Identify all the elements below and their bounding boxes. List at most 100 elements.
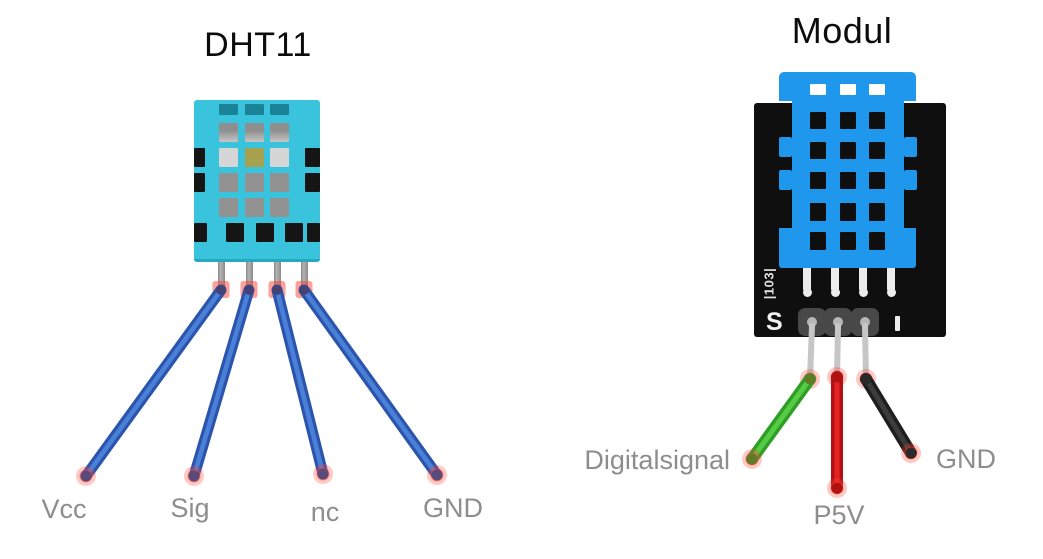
sensor-grid-cell <box>219 123 238 142</box>
wire-blue-sig <box>191 287 252 479</box>
pin-label-gnd: GND <box>423 493 483 523</box>
module-sensor-body-part <box>904 137 917 157</box>
sensor-grid-cell <box>270 198 289 217</box>
connection-glow <box>187 469 201 483</box>
connection-glow <box>313 464 333 484</box>
connection-glow <box>904 446 918 460</box>
connection-glow <box>430 468 444 482</box>
wire-blue-nc <box>274 287 326 477</box>
connection-glow <box>316 467 330 481</box>
header-pin-socket <box>824 308 852 336</box>
sensor-vent-hole <box>840 112 856 129</box>
connection-glow <box>830 370 844 384</box>
module-sensor-pin <box>859 268 867 292</box>
sensor-grid-cell <box>270 104 289 115</box>
connection-glow <box>830 481 844 495</box>
module-title: Modul <box>791 10 893 51</box>
module-sensor-pin <box>803 268 811 292</box>
sensor-vent-hole <box>810 203 826 221</box>
sensor-grid-cell <box>219 104 238 115</box>
dht11-sensor-body <box>194 100 320 262</box>
wire-blue-vcc <box>80 284 227 482</box>
module-sensor-pin-tip <box>802 288 812 297</box>
module-sensor-body-part <box>779 170 792 190</box>
wire-end-cap <box>746 453 758 465</box>
wire-end-cap <box>905 447 917 459</box>
sensor-grid-cell <box>245 198 264 217</box>
sensor-grid-cell <box>256 223 274 242</box>
board-signal-marking: S <box>766 308 783 336</box>
socket-pin-hole <box>860 317 870 327</box>
module-sensor-pin-tip <box>858 288 868 297</box>
sensor-grid-cell <box>219 148 238 167</box>
wire-end-cap <box>188 470 200 482</box>
sensor-vent-hole <box>810 232 826 250</box>
wire-end-cap <box>80 470 92 482</box>
board-minus-marking <box>895 316 900 331</box>
sensor-grid-cell <box>307 223 320 242</box>
sensor-grid-cell <box>219 173 238 192</box>
wire-blue-sig <box>188 284 255 482</box>
sensor-vent-hole <box>869 112 885 129</box>
socket-pin-hole <box>807 317 817 327</box>
connection-glow <box>800 369 820 389</box>
header-pin-socket <box>851 308 879 336</box>
connection-glow <box>859 372 873 386</box>
sensor-grid-cell <box>305 148 320 167</box>
wire-blue-gnd <box>301 287 440 478</box>
sensor-vent-hole <box>869 142 885 159</box>
wire-blue-nc <box>271 284 329 480</box>
sensor-pin <box>273 262 281 290</box>
connection-glow <box>827 478 847 498</box>
sensor-grid-cell <box>270 173 289 192</box>
sensor-grid-cell <box>219 198 238 217</box>
sensor-vent-hole <box>810 142 826 159</box>
sensor-vent-hole <box>869 232 885 250</box>
module-sensor-pin <box>887 268 895 292</box>
sensor-pin <box>300 262 308 290</box>
sensor-grid-cell <box>245 104 264 115</box>
sensor-pin <box>217 262 225 290</box>
module-sensor-body-part <box>779 137 792 157</box>
sensor-vent-hole-white <box>869 84 885 95</box>
sensor-pin <box>245 262 253 290</box>
sensor-grid-cell <box>305 173 320 192</box>
pin-label-sig: Sig <box>170 493 210 523</box>
wire-black-gnd <box>860 373 917 459</box>
sensor-grid-cell <box>245 173 264 192</box>
connection-glow <box>742 449 762 469</box>
sensor-vent-hole-white <box>810 84 826 95</box>
wire-green-digitalsignal <box>746 373 816 465</box>
sensor-vent-hole <box>810 112 826 129</box>
sensor-vent-hole <box>840 203 856 221</box>
sensor-vent-hole <box>810 172 826 189</box>
sensor-vent-hole <box>869 172 885 189</box>
module-sensor-pin <box>831 268 839 292</box>
wire-start-cap <box>831 371 843 383</box>
connection-glow <box>803 372 817 386</box>
connection-glow <box>745 452 759 466</box>
header-pin-socket <box>798 308 826 336</box>
connection-glow <box>79 469 93 483</box>
sensor-grid-cell <box>245 123 264 142</box>
connection-glow <box>427 465 447 485</box>
sensor-vent-hole <box>869 203 885 221</box>
wire-green-digitalsignal <box>749 376 813 462</box>
dht11-title: DHT11 <box>204 26 312 64</box>
sensor-vent-hole-white <box>840 84 856 95</box>
connection-glow <box>827 367 847 387</box>
sensor-grid-cell <box>194 223 207 242</box>
sensor-vent-hole <box>840 172 856 189</box>
pin-label-digitalsignal: Digitalsignal <box>584 445 730 475</box>
board-code-marking: |103| <box>761 267 777 300</box>
wire-black-gnd <box>863 376 914 456</box>
wire-start-cap <box>804 373 816 385</box>
wire-end-cap <box>317 468 329 480</box>
sensor-grid-cell <box>270 123 289 142</box>
module-sensor-body-part <box>904 170 917 190</box>
connection-glow <box>856 369 876 389</box>
wire-end-cap <box>831 482 843 494</box>
sensor-vent-hole <box>840 232 856 250</box>
sensor-grid-cell <box>226 223 244 242</box>
